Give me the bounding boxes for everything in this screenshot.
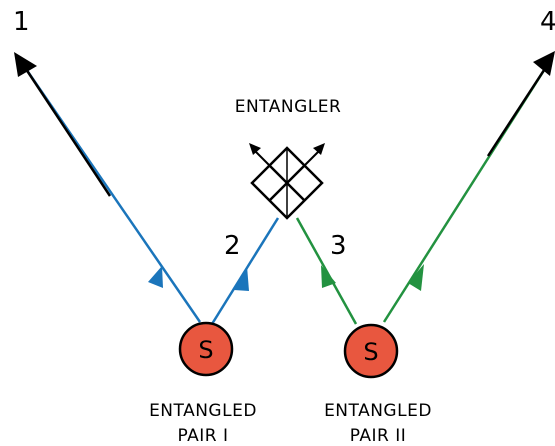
arrowhead-photon-4-mid [408, 264, 424, 291]
source-pair2: S [343, 323, 399, 379]
arrowhead-photon-2-mid [234, 266, 249, 291]
port-label-1: 1 [13, 7, 30, 37]
source-circle-2 [343, 323, 399, 379]
arrowhead-photon-1-mid [148, 266, 163, 288]
entangler [249, 143, 325, 220]
outer-ends [14, 51, 555, 197]
entangler-out-arrow-left [253, 149, 271, 167]
path-photon-4-top [486, 63, 550, 157]
arrowhead-photon-3-mid [321, 265, 336, 288]
path-photon-3 [295, 217, 358, 325]
entangler-out-arrow-right [303, 149, 321, 167]
pair2-caption-line2: PAIR II [350, 426, 407, 446]
port-label-4: 4 [540, 7, 555, 37]
source-pair1: S [178, 321, 234, 377]
source-label-1: S [198, 336, 213, 364]
entangler-out-arrowhead-right [313, 143, 325, 155]
source-label-2: S [363, 338, 378, 366]
source-circle-1 [178, 321, 234, 377]
pair1-caption-line1: ENTANGLED [149, 401, 257, 421]
arrowhead-photon-4-end [533, 51, 555, 76]
entangler-label: ENTANGLER [235, 97, 342, 117]
pair2-caption-line1: ENTANGLED [324, 401, 432, 421]
port-label-3: 3 [330, 231, 347, 261]
pair1-caption-line2: PAIR I [177, 426, 228, 446]
arrowhead-photon-1-end [14, 52, 37, 77]
path-photon-1-top [22, 65, 112, 197]
port-label-2: 2 [224, 231, 241, 261]
entangler-out-arrowhead-left [249, 143, 261, 155]
